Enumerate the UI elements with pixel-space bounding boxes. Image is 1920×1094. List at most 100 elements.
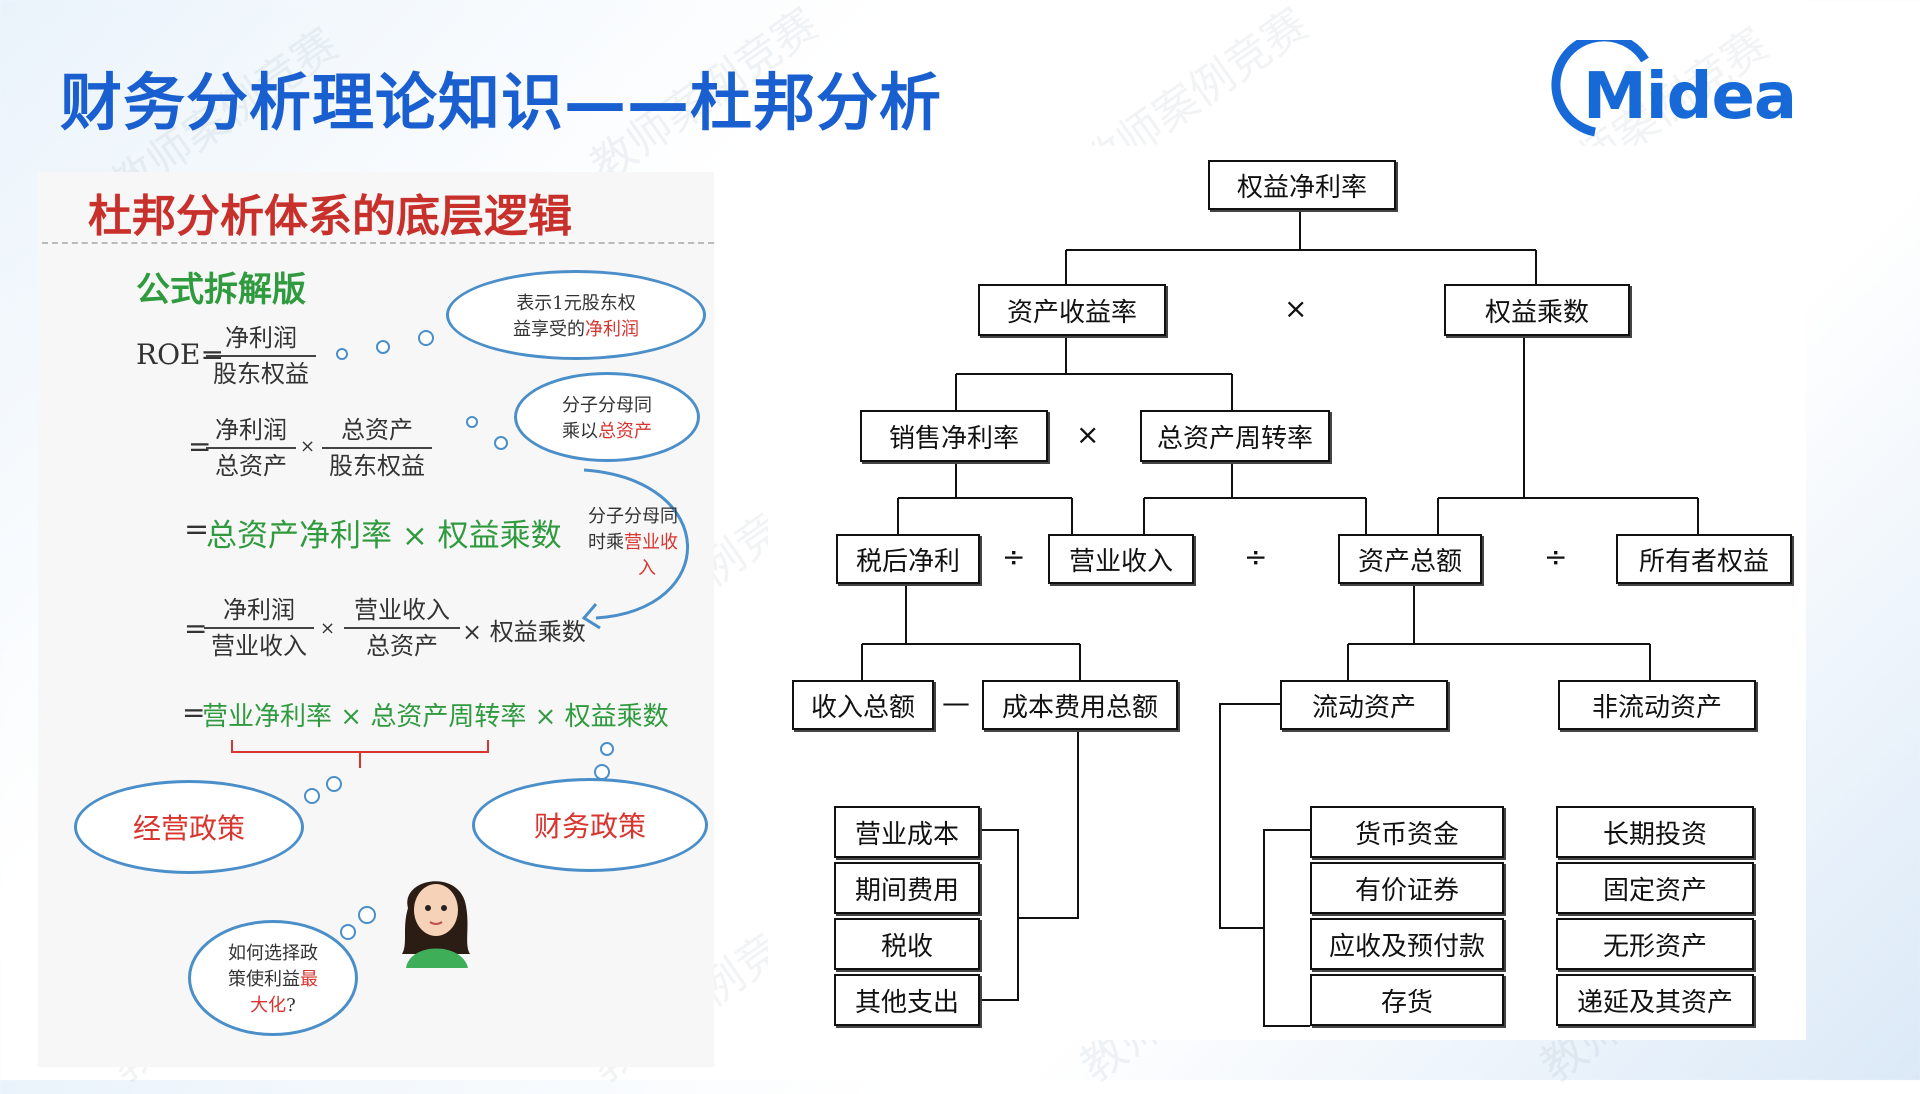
cloud-line: 益享受的净利润 <box>513 315 639 341</box>
node-noncurrent-assets: 非流动资产 <box>1558 680 1756 730</box>
current-asset-item: 存货 <box>1310 974 1504 1026</box>
note-line: 入 <box>638 558 656 579</box>
fraction-denominator: 股东权益 <box>213 360 309 388</box>
node-roe: 权益净利率 <box>1208 160 1396 210</box>
fraction-roe: 净利润 股东权益 <box>206 322 316 390</box>
note-line: 时乘营业收 <box>588 530 708 556</box>
node-current-assets: 流动资产 <box>1280 680 1448 730</box>
fraction-ta-eq: 总资产 股东权益 <box>322 414 432 482</box>
fraction-ni-rev: 净利润 营业收入 <box>204 594 314 662</box>
cloud-line: 策使利益最 <box>228 965 318 991</box>
cloud-financial-policy: 财务政策 <box>472 778 708 872</box>
thought-bubble <box>358 906 376 924</box>
thought-bubble <box>418 330 434 346</box>
note-highlight: 营业收 <box>624 532 678 553</box>
slide-title: 财务分析理论知识——杜邦分析 <box>60 66 943 139</box>
cost-item: 税收 <box>834 918 980 970</box>
fraction-numerator: 净利润 <box>215 416 287 444</box>
formula-three-factor: 营业净利率 × 总资产周转率 × 权益乘数 <box>202 702 669 732</box>
cloud-text: 益享受的 <box>513 319 585 340</box>
cloud-multiply-assets: 分子分母同 乘以总资产 <box>514 372 700 462</box>
current-asset-item: 应收及预付款 <box>1310 918 1504 970</box>
thought-bubble <box>594 764 610 780</box>
cloud-line: 乘以总资产 <box>562 417 652 443</box>
equals-sign: = <box>184 612 208 645</box>
noncurrent-asset-item: 长期投资 <box>1556 806 1754 858</box>
fraction-denominator: 总资产 <box>215 452 287 480</box>
thought-bubble <box>326 776 342 792</box>
current-asset-item: 货币资金 <box>1310 806 1504 858</box>
formula-tail: × 权益乘数 <box>462 618 586 646</box>
equals-sign: = <box>188 430 212 463</box>
note-text: 时乘 <box>588 532 624 553</box>
fraction-bar <box>206 355 316 357</box>
logo-text: Midea <box>1583 60 1797 134</box>
times-sign: × <box>320 618 336 639</box>
current-asset-item: 有价证券 <box>1310 862 1504 914</box>
fraction-denominator: 总资产 <box>366 632 438 660</box>
operator-times: × <box>1284 292 1308 325</box>
node-total-income: 收入总额 <box>792 680 934 730</box>
girl-illustration <box>402 881 470 968</box>
fraction-bar <box>322 447 432 449</box>
roe-label: ROE= <box>136 338 224 371</box>
cloud-roe-note: 表示1元股东权 益享受的净利润 <box>446 270 706 360</box>
operator-divide: ÷ <box>1544 540 1568 573</box>
cloud-operating-policy: 经营政策 <box>74 780 304 874</box>
node-asset-turnover: 总资产周转率 <box>1140 410 1330 462</box>
cloud-label: 财务政策 <box>533 810 646 843</box>
cloud-text: ? <box>286 995 296 1016</box>
fraction-denominator: 营业收入 <box>211 632 307 660</box>
fraction-numerator: 营业收入 <box>354 596 450 624</box>
node-equity-multiplier: 权益乘数 <box>1444 284 1630 336</box>
cloud-highlight: 总资产 <box>598 421 652 442</box>
note-line: 分子分母同 <box>588 506 678 527</box>
node-net-profit-margin: 销售净利率 <box>860 410 1048 462</box>
equals-sign: = <box>182 696 206 729</box>
cloud-line: 分子分母同 <box>562 395 652 416</box>
operator-divide: ÷ <box>1244 540 1268 573</box>
node-revenue: 营业收入 <box>1048 534 1194 584</box>
cloud-question: 如何选择政 策使利益最 大化? <box>188 920 358 1036</box>
thought-bubble <box>336 348 348 360</box>
midea-logo: Midea <box>1535 40 1835 140</box>
left-panel-heading: 杜邦分析体系的底层逻辑 <box>88 191 572 242</box>
cloud-highlight: 净利润 <box>585 319 639 340</box>
node-net-income: 税后净利 <box>836 534 980 584</box>
divider <box>42 242 714 244</box>
thought-bubble <box>376 340 390 354</box>
thought-bubble <box>494 436 508 450</box>
operator-minus: — <box>942 686 970 719</box>
node-total-costs: 成本费用总额 <box>982 680 1178 730</box>
fraction-numerator: 净利润 <box>223 596 295 624</box>
thought-bubble <box>304 788 320 804</box>
fraction-bar <box>344 627 460 629</box>
noncurrent-asset-item: 无形资产 <box>1556 918 1754 970</box>
cloud-line: 大化? <box>250 991 296 1017</box>
thought-bubble <box>466 416 478 428</box>
cloud-text: 乘以 <box>562 421 598 442</box>
cost-item: 营业成本 <box>834 806 980 858</box>
fraction-ni-ta: 净利润 总资产 <box>206 414 296 482</box>
fraction-bar <box>206 447 296 449</box>
formula-roa-em: 总资产净利率 × 权益乘数 <box>206 518 562 554</box>
equals-sign: = <box>184 512 210 547</box>
cloud-line: 如何选择政 <box>228 943 318 964</box>
cloud-highlight: 最 <box>300 969 318 990</box>
fraction-bar <box>204 627 314 629</box>
left-panel-subheading: 公式拆解版 <box>136 270 306 310</box>
note-multiply-revenue: 分子分母同 时乘营业收 入 <box>588 504 708 582</box>
node-total-assets: 资产总额 <box>1338 534 1482 584</box>
times-sign: × <box>300 436 316 457</box>
noncurrent-asset-item: 递延及其资产 <box>1556 974 1754 1026</box>
noncurrent-asset-item: 固定资产 <box>1556 862 1754 914</box>
cost-item: 期间费用 <box>834 862 980 914</box>
fraction-numerator: 总资产 <box>341 416 413 444</box>
cloud-line: 表示1元股东权 <box>516 293 636 314</box>
node-owners-equity: 所有者权益 <box>1616 534 1792 584</box>
fraction-denominator: 股东权益 <box>329 452 425 480</box>
node-roa: 资产收益率 <box>978 284 1166 336</box>
fraction-rev-ta: 营业收入 总资产 <box>344 594 460 662</box>
